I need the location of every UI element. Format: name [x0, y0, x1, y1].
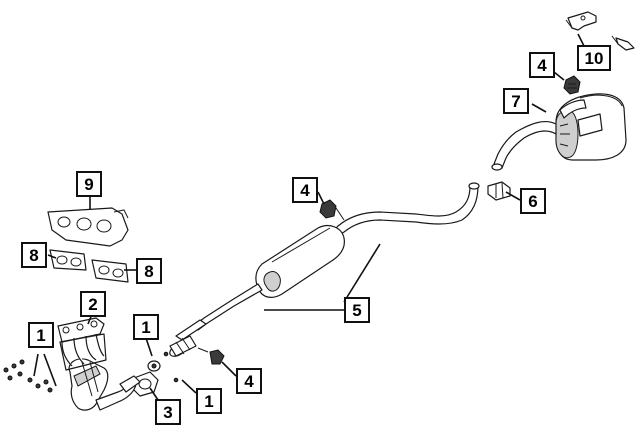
callout-nuts-1[interactable]: 1 — [28, 322, 54, 348]
callout-clamp-6[interactable]: 6 — [520, 188, 546, 214]
catalytic-converter-part — [68, 358, 141, 411]
hanger-bracket-part — [565, 11, 635, 51]
callout-isolator-4-lower[interactable]: 4 — [236, 368, 262, 394]
resonator-part — [169, 225, 345, 357]
callout-bracket-10[interactable]: 10 — [577, 45, 611, 71]
callout-gasket-3[interactable]: 3 — [155, 399, 181, 425]
flange-gasket-part — [131, 351, 179, 397]
callout-gasket-8-left[interactable]: 8 — [21, 242, 47, 268]
leader-lines — [33, 33, 585, 401]
manifold-nuts-part — [3, 359, 53, 393]
rear-muffler-part — [491, 93, 627, 171]
manifold-gasket-right-part — [91, 259, 129, 283]
exhaust-clamp-part — [487, 181, 511, 201]
pipe-hanger-part — [197, 347, 225, 365]
callout-muffler-7[interactable]: 7 — [503, 88, 529, 114]
exhaust-manifold-part — [57, 317, 107, 371]
callout-gasket-1-lower[interactable]: 1 — [196, 388, 222, 414]
manifold-gasket-left-part — [49, 249, 87, 271]
isolator-mid-part — [319, 199, 345, 221]
callout-gasket-8-right[interactable]: 8 — [136, 258, 162, 284]
heat-shield-part — [47, 207, 129, 247]
callout-heat-shield-9[interactable]: 9 — [76, 171, 102, 197]
callout-isolator-4-top[interactable]: 4 — [529, 52, 555, 78]
intermediate-pipe-part — [331, 182, 480, 237]
callout-gasket-1-upper[interactable]: 1 — [133, 314, 159, 340]
callout-resonator-5[interactable]: 5 — [344, 297, 370, 323]
callout-manifold-2[interactable]: 2 — [80, 291, 106, 317]
callout-isolator-4-middle[interactable]: 4 — [292, 177, 318, 203]
isolator-top-part — [563, 75, 581, 95]
